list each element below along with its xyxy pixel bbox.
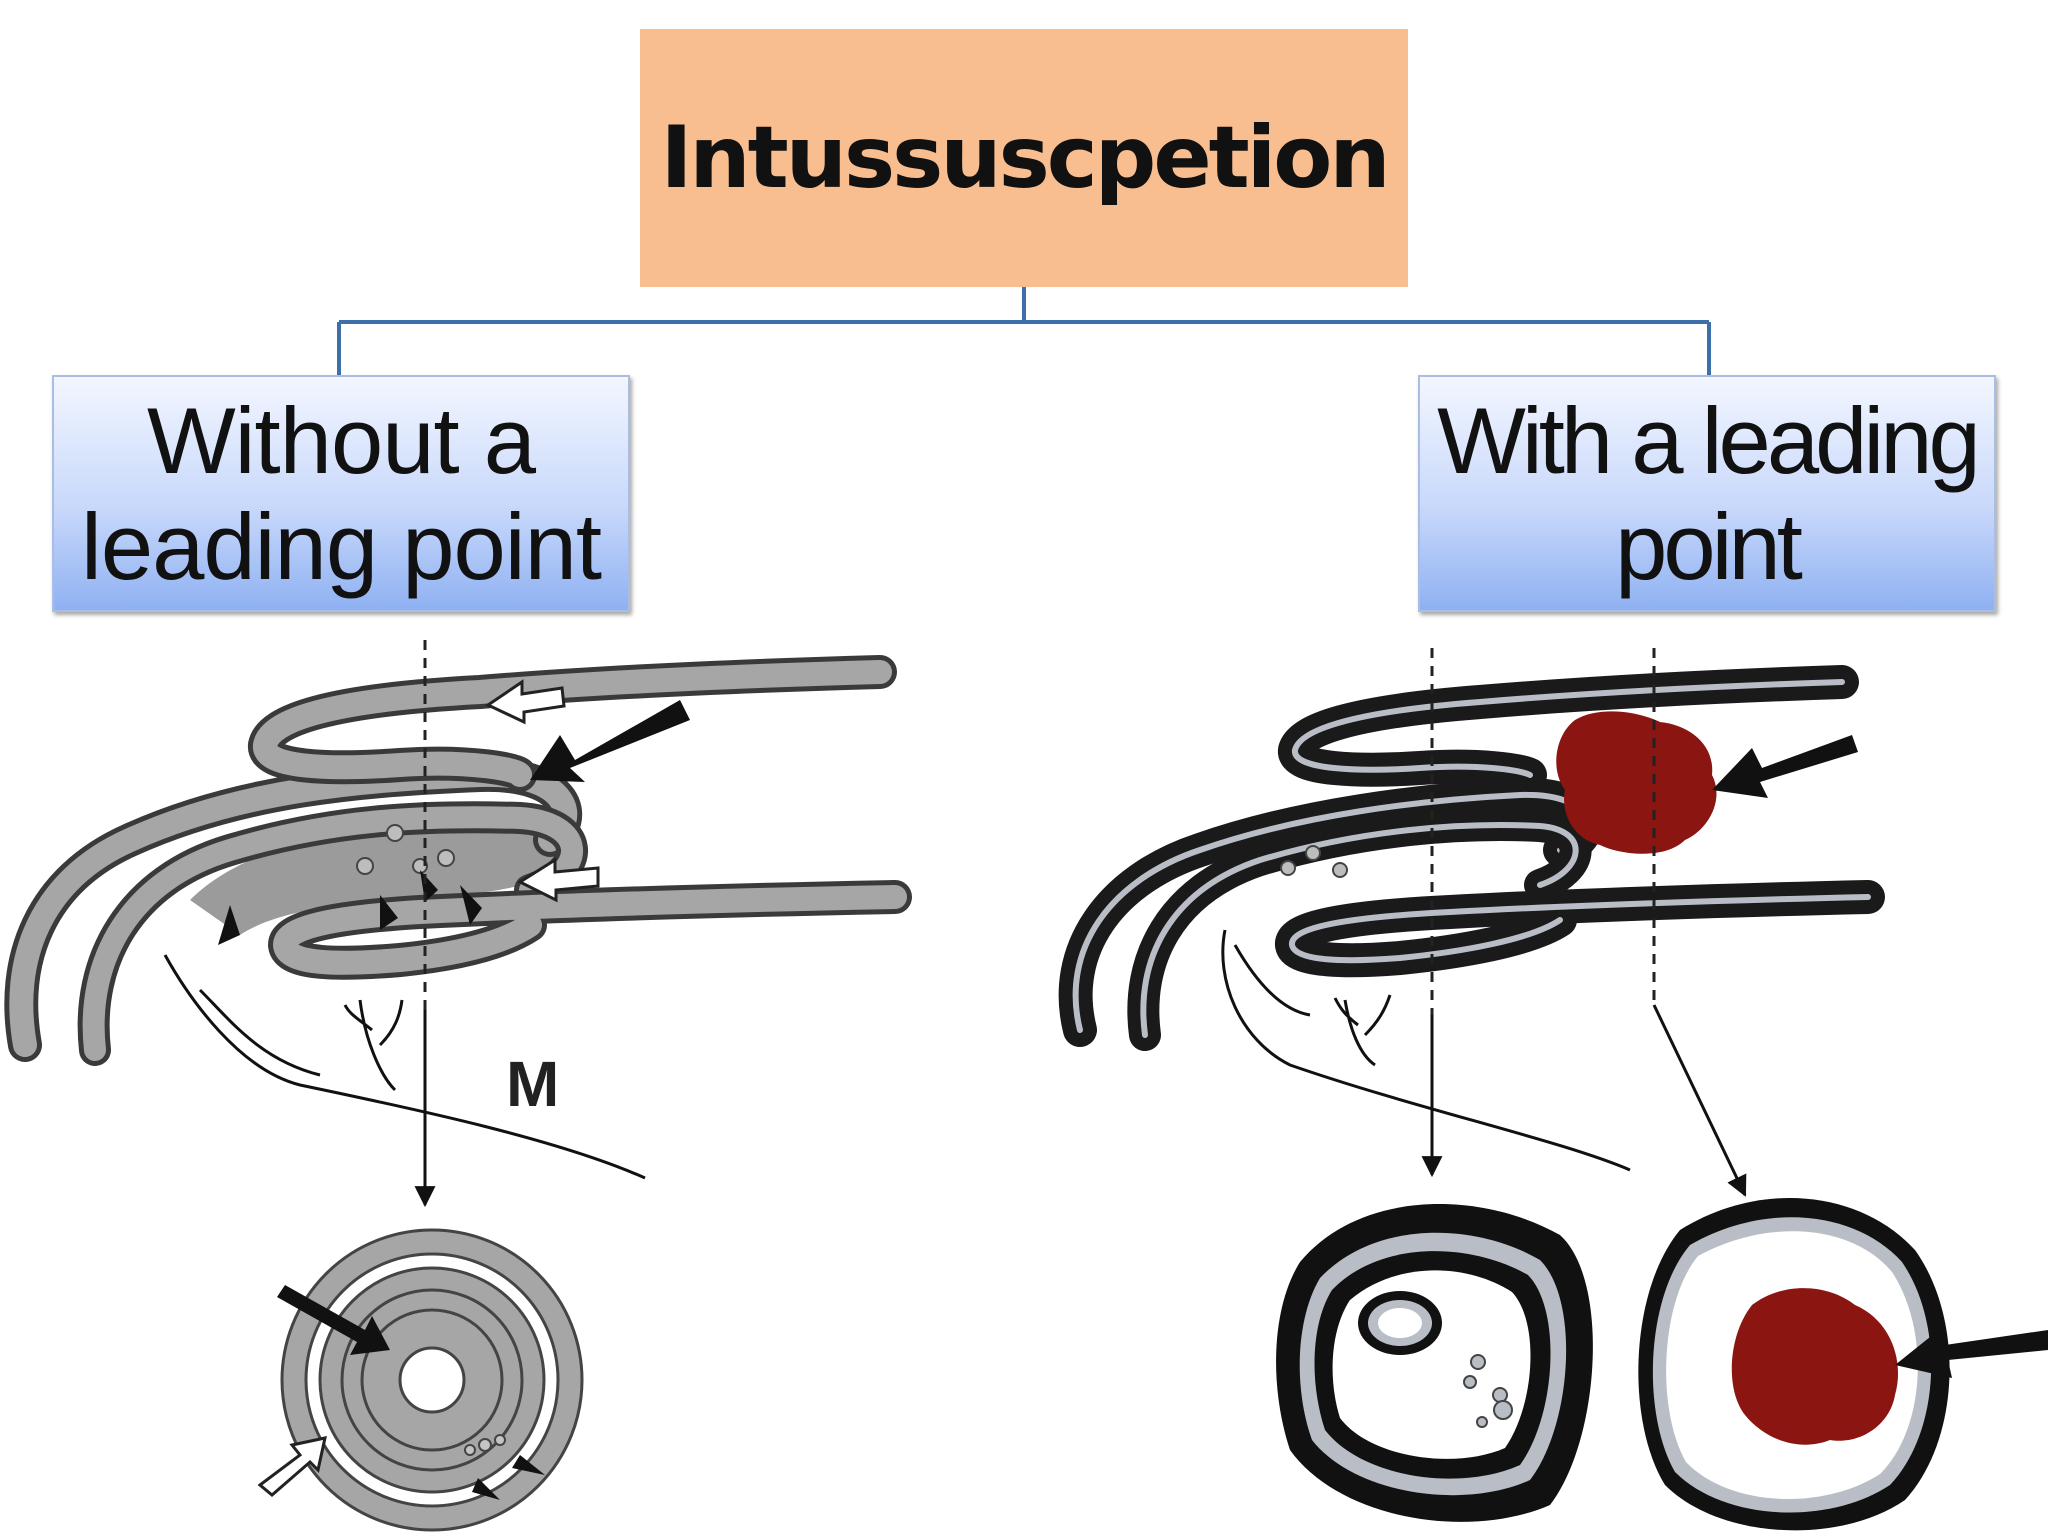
- white-arrows: [484, 679, 600, 903]
- mesentery-lines: [163, 954, 646, 1180]
- category-left-line1: Without a: [146, 387, 536, 493]
- connector-lines: [337, 287, 1711, 375]
- mass-arrow: [1712, 735, 1858, 798]
- right-cross-section-1: [1276, 1204, 1593, 1522]
- mass-cross-section: [1731, 1288, 1899, 1445]
- diagram-title: Intussuscpetion: [660, 108, 1390, 208]
- title-box: Intussuscpetion: [640, 29, 1408, 287]
- mesentery-label: M: [506, 1048, 559, 1120]
- lymph-nodes: [356, 824, 455, 875]
- category-left-line2: leading point: [80, 493, 602, 599]
- mesentery-lines-right: [1221, 929, 1631, 1172]
- left-intussusception-illustration: M: [4, 640, 912, 1532]
- lymph-nodes-right: [1280, 845, 1348, 878]
- category-without-leading-point: Without a leading point: [52, 375, 630, 612]
- category-right-line1: With a leading: [1437, 387, 1981, 493]
- right-intussusception-illustration: [1058, 648, 2048, 1531]
- right-cross-section-2: [1638, 1197, 2048, 1531]
- bowel-loops: [4, 655, 912, 1066]
- section-arrow-2: [1652, 1004, 1747, 1197]
- category-with-leading-point: With a leading point: [1418, 375, 1996, 612]
- leading-point-mass: [1556, 711, 1717, 854]
- category-right-line2: point: [1615, 493, 1803, 599]
- left-cross-section: [257, 1228, 584, 1532]
- bowel-loops-right: [1058, 665, 1885, 1051]
